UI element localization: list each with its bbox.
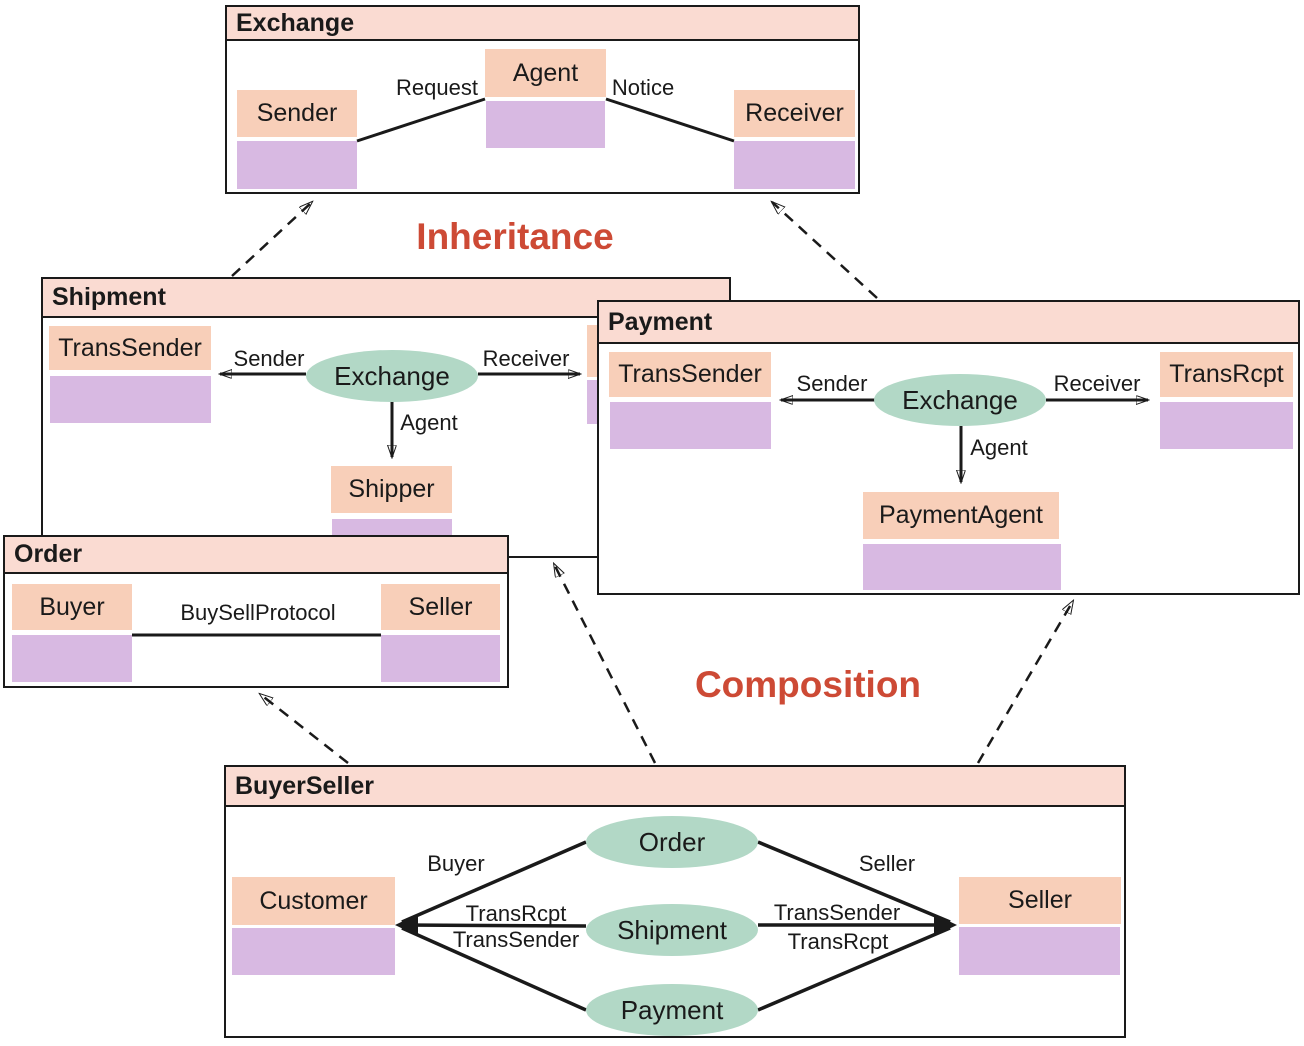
trans-rcpt-slot-box	[1160, 402, 1293, 449]
exchange-frame-title: Exchange	[227, 7, 858, 41]
sender-slot-box	[237, 141, 357, 189]
trans-sender-slot-box	[50, 376, 211, 423]
payment-agent-slot-box	[863, 544, 1061, 590]
buy-sell-protocol-edge-label: BuySellProtocol	[180, 600, 336, 625]
seller-role-box: Seller	[381, 584, 500, 630]
receiver-edge-label: Receiver	[1053, 371, 1141, 396]
trans-rcpt-left-edge-label: TransRcpt	[465, 901, 567, 926]
payment-protocol-ellipse: Payment	[586, 984, 758, 1036]
agent-slot-box	[486, 101, 605, 148]
sender-edge-label: Sender	[796, 371, 868, 396]
trans-sender-left-edge-label: TransSender	[452, 927, 580, 952]
shipment-inherits-exchange-arrow	[231, 202, 312, 277]
buyer-slot-box	[12, 635, 132, 682]
seller-slot-box	[381, 635, 500, 682]
receiver-edge-label: Receiver	[482, 346, 570, 371]
sender-role-box: Sender	[237, 90, 357, 137]
sender-edge-label: Sender	[233, 346, 305, 371]
trans-sender-role-box: TransSender	[49, 326, 211, 370]
exchange-protocol-ellipse: Exchange	[306, 350, 478, 402]
trans-rcpt-right-edge-label: TransRcpt	[787, 929, 889, 954]
receiver-role-box: Receiver	[734, 90, 855, 137]
receiver-slot-box	[734, 141, 855, 189]
agent-edge-label: Agent	[970, 435, 1028, 460]
customer-slot-box	[232, 928, 395, 975]
payment-agent-role-box: PaymentAgent	[863, 492, 1059, 539]
exchange-protocol-ellipse: Exchange	[874, 374, 1046, 426]
seller-arrowhead	[934, 914, 957, 936]
trans-sender-role-box: TransSender	[609, 352, 771, 397]
seller-edge-label: Seller	[858, 851, 916, 876]
order-protocol-frame: Order Buyer Seller BuySellProtocol	[3, 535, 509, 688]
seller-slot-box	[959, 927, 1120, 975]
payment-frame-title: Payment	[599, 302, 1298, 344]
request-connector-line	[356, 97, 486, 143]
customer-role-box: Customer	[232, 877, 395, 925]
buyer-edge-label: Buyer	[427, 851, 485, 876]
order-protocol-ellipse: Order	[586, 816, 758, 868]
buyer-role-box: Buyer	[12, 584, 132, 630]
agent-role-box: Agent	[485, 49, 606, 97]
trans-sender-right-edge-label: TransSender	[773, 900, 901, 925]
buyer-seller-frame-title: BuyerSeller	[226, 767, 1124, 807]
notice-edge-label: Notice	[611, 75, 675, 100]
buyer-seller-composes-order-arrow	[260, 694, 349, 764]
composition-section-title: Composition	[694, 664, 922, 705]
payment-protocol-frame: Payment TransSender TransRcpt Exchange P…	[597, 300, 1300, 595]
buyer-seller-composes-payment-arrow	[976, 601, 1073, 764]
request-edge-label: Request	[396, 75, 478, 100]
agent-edge-label: Agent	[400, 410, 458, 435]
order-frame-title: Order	[5, 537, 507, 574]
shipper-role-box: Shipper	[331, 466, 452, 513]
seller-role-box: Seller	[959, 877, 1121, 924]
buyer-seller-protocol-frame: BuyerSeller Customer Seller Order Shipme…	[224, 765, 1126, 1038]
trans-sender-slot-box	[610, 402, 771, 449]
inheritance-section-title: Inheritance	[416, 216, 614, 257]
payment-inherits-exchange-arrow	[772, 202, 878, 299]
customer-arrowhead	[395, 914, 418, 936]
shipment-protocol-ellipse: Shipment	[586, 904, 758, 956]
notice-connector-line	[605, 97, 735, 143]
exchange-protocol-frame: Exchange Sender Agent Receiver Request N…	[225, 5, 860, 194]
trans-rcpt-role-box: TransRcpt	[1160, 352, 1293, 397]
